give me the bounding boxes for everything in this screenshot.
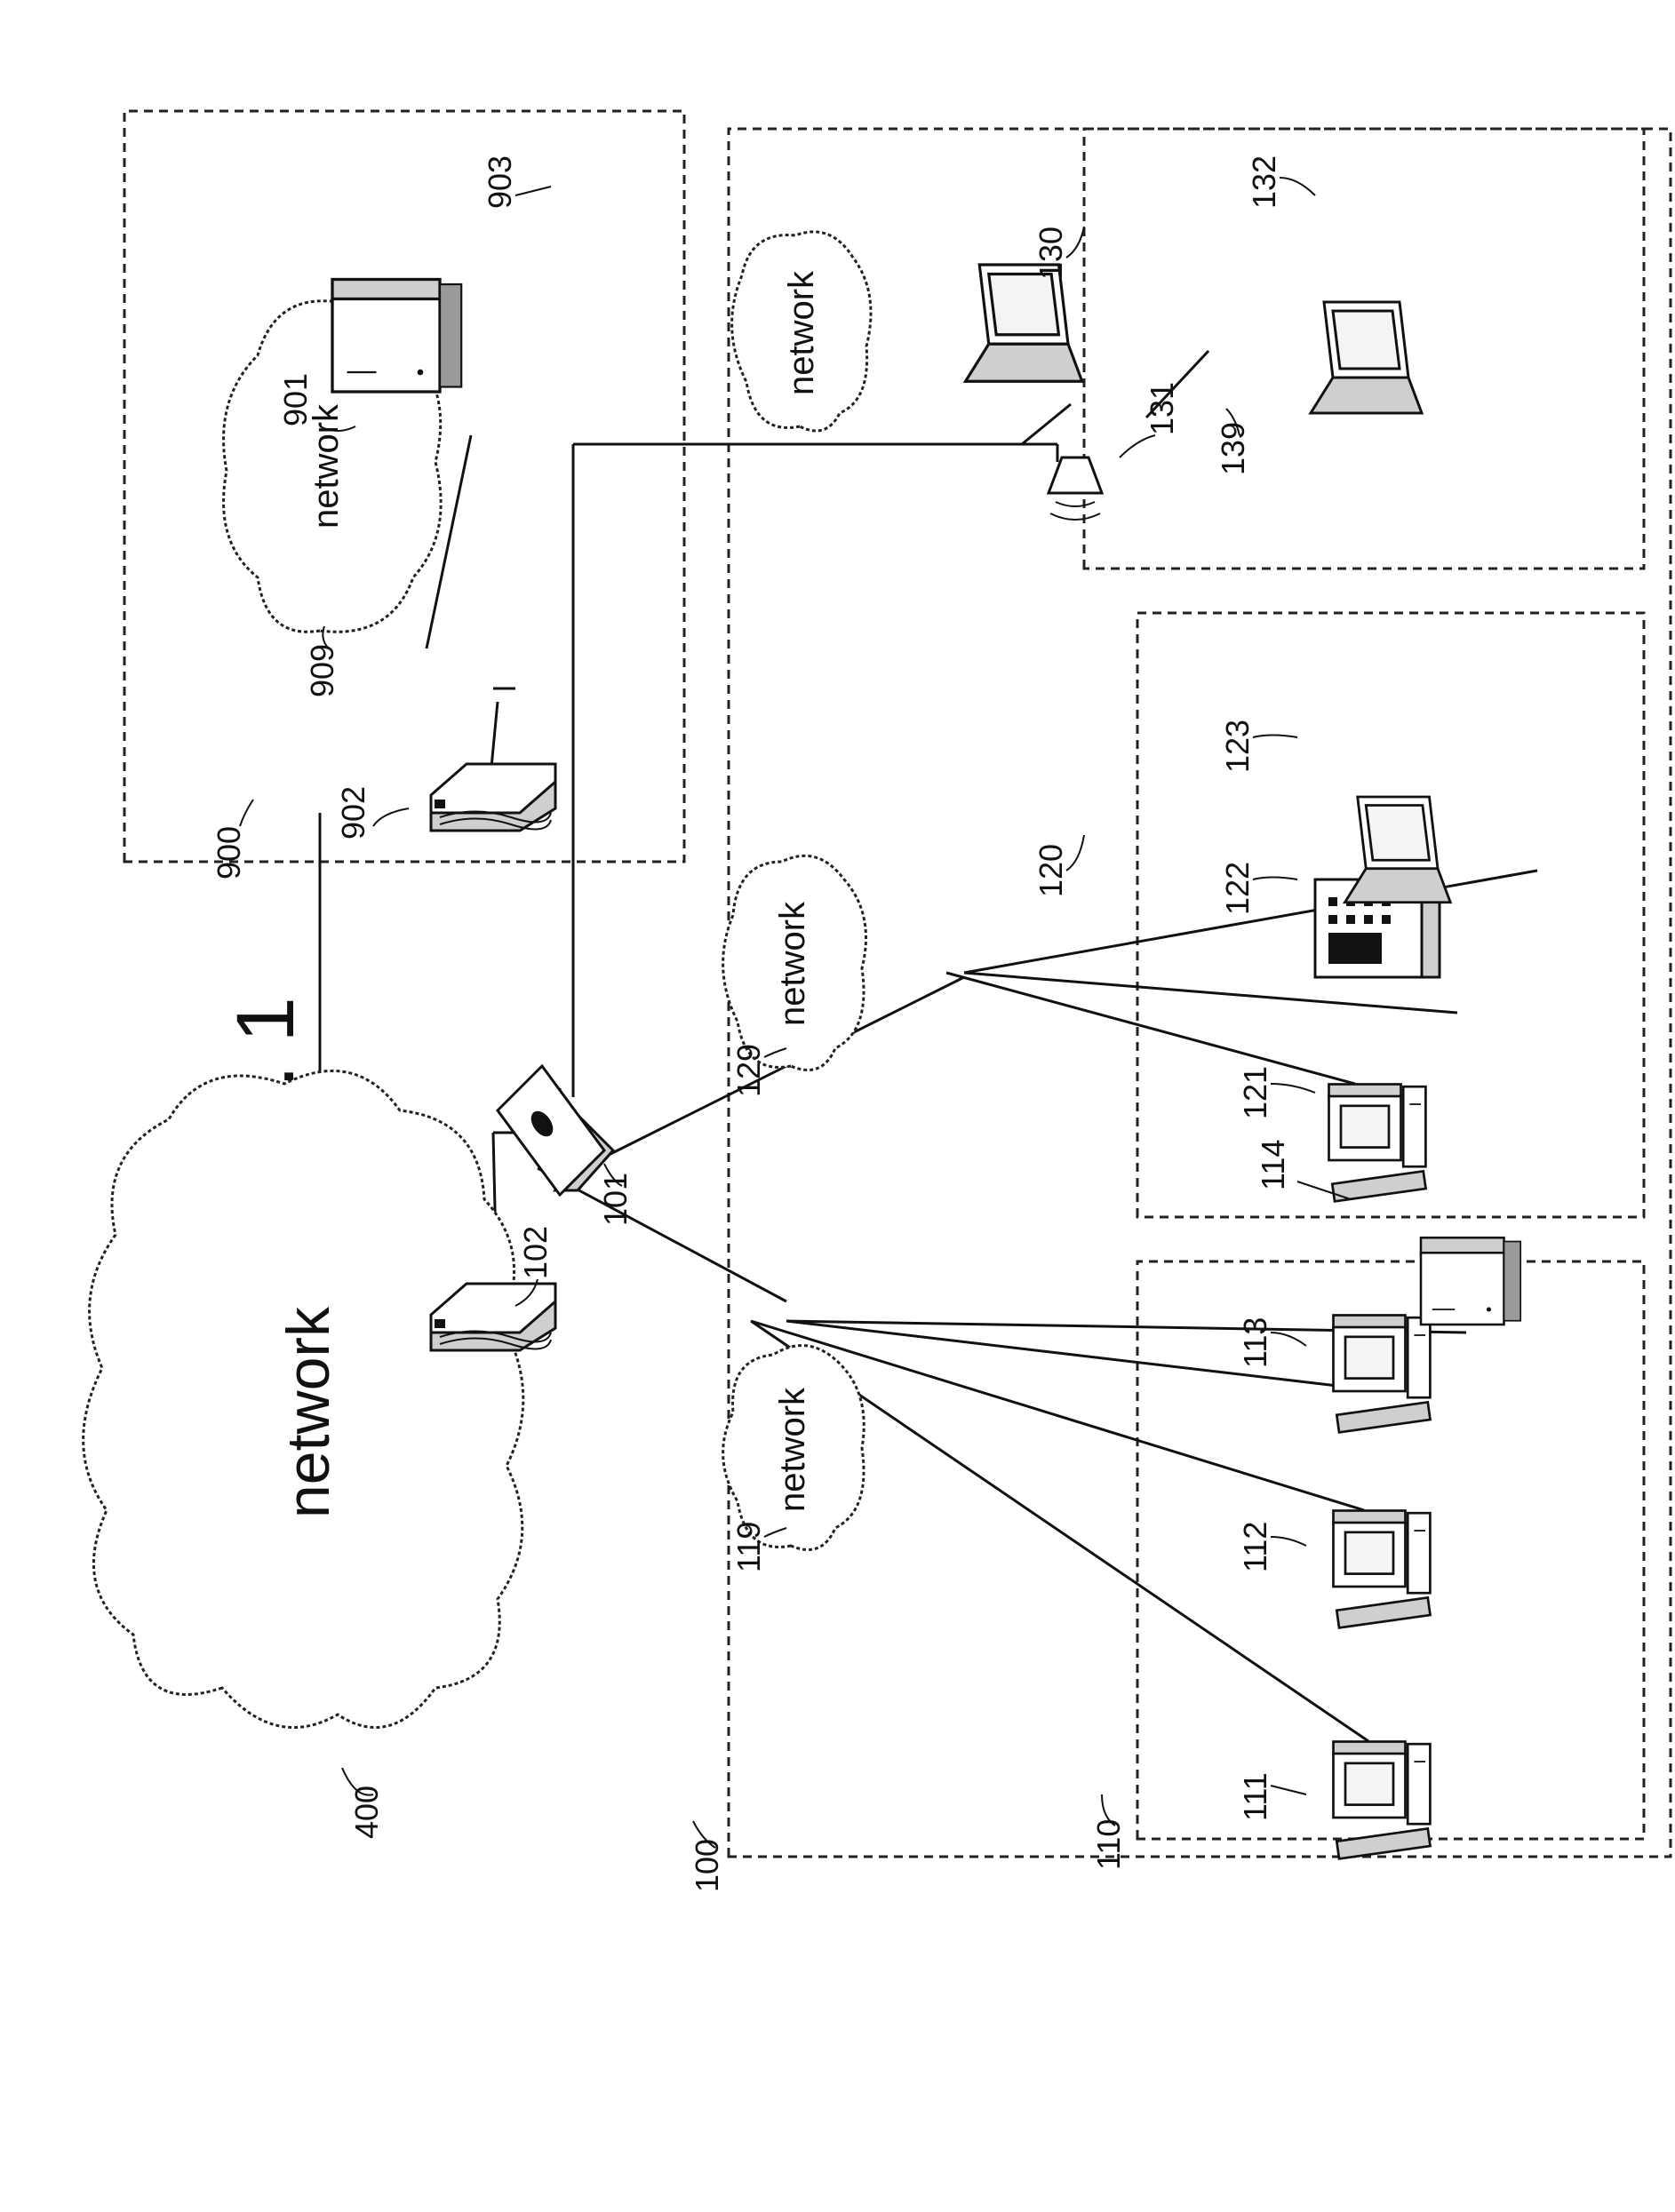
desktop-112-icon — [1334, 1511, 1431, 1628]
ref-101: 101 — [597, 1173, 634, 1226]
laptop-123-icon — [1345, 797, 1451, 903]
network-139-label: network — [782, 270, 821, 395]
internet-network-cloud: network — [84, 1070, 523, 1727]
network-119-cloud: network — [723, 1346, 865, 1550]
ref-122: 122 — [1219, 862, 1256, 915]
router-902-icon — [431, 764, 555, 831]
desktop-121-icon — [1329, 1085, 1426, 1202]
laptop-903-icon — [966, 265, 1082, 381]
server-114-icon — [1421, 1237, 1520, 1325]
network-139-cloud: network — [732, 232, 871, 431]
network-119-label: network — [773, 1387, 812, 1512]
ref-111: 111 — [1237, 1772, 1273, 1821]
ref-903: 903 — [482, 155, 518, 209]
ref-901: 901 — [277, 373, 314, 426]
access-point-131-icon — [1049, 458, 1102, 520]
ref-131: 131 — [1144, 382, 1180, 435]
gateway-101-icon — [498, 1066, 613, 1195]
network-129-label: network — [773, 901, 812, 1026]
laptop-132-icon — [1311, 302, 1422, 413]
ref-100: 100 — [689, 1839, 725, 1892]
ref-121: 121 — [1237, 1066, 1273, 1119]
ref-113: 113 — [1237, 1317, 1273, 1368]
ref-139: 139 — [1215, 422, 1251, 475]
ref-130: 130 — [1033, 227, 1069, 280]
ref-129: 129 — [730, 1044, 767, 1097]
desktop-111-icon — [1334, 1742, 1431, 1859]
server-901-icon — [332, 280, 461, 393]
ref-132: 132 — [1246, 155, 1282, 209]
ref-123: 123 — [1219, 720, 1256, 773]
network-129-cloud: network — [723, 855, 866, 1070]
ref-900: 900 — [211, 826, 247, 879]
ref-120: 120 — [1033, 844, 1069, 897]
ref-110: 110 — [1090, 1819, 1127, 1870]
ref-400: 400 — [348, 1786, 385, 1839]
ref-114: 114 — [1255, 1140, 1291, 1190]
internet-network-label: network — [275, 1306, 342, 1518]
ref-119: 119 — [730, 1522, 767, 1572]
ref-102: 102 — [517, 1226, 554, 1279]
ref-909: 909 — [304, 644, 340, 697]
desktop-113-icon — [1334, 1316, 1431, 1433]
ref-112: 112 — [1237, 1522, 1273, 1572]
ref-902: 902 — [335, 786, 371, 839]
